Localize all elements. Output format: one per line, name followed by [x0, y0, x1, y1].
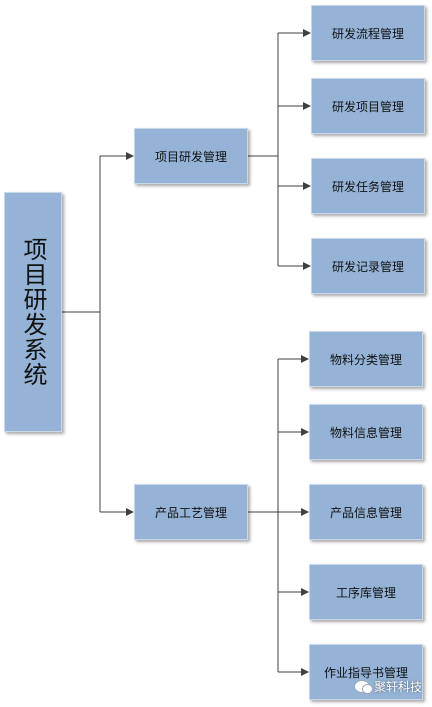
branch-label: 项目研发管理 [154, 149, 227, 164]
leaf-node: 研发记录管理 [311, 238, 425, 294]
root-label: 项目研发系统 [19, 237, 47, 387]
leaf-node: 研发流程管理 [311, 5, 425, 61]
leaf-label: 研发项目管理 [331, 99, 404, 114]
leaf-label: 作业指导书管理 [323, 665, 408, 680]
root-node: 项目研发系统 [4, 192, 62, 432]
leaf-node: 物料信息管理 [309, 404, 423, 460]
leaf-node: 研发项目管理 [311, 78, 425, 134]
branch-node-rd: 项目研发管理 [134, 128, 248, 184]
leaf-label: 研发任务管理 [331, 179, 404, 194]
wechat-icon [353, 680, 373, 694]
leaf-node: 工序库管理 [309, 564, 423, 620]
leaf-label: 物料信息管理 [329, 425, 402, 440]
leaf-label: 产品信息管理 [329, 505, 402, 520]
branch-label: 产品工艺管理 [154, 505, 227, 520]
leaf-label: 物料分类管理 [329, 352, 402, 367]
leaf-label: 工序库管理 [335, 585, 396, 600]
leaf-label: 研发流程管理 [331, 26, 404, 41]
watermark-text: 聚轩科技 [373, 680, 422, 694]
leaf-node: 研发任务管理 [311, 158, 425, 214]
leaf-label: 研发记录管理 [331, 259, 404, 274]
watermark: 聚轩科技 [353, 678, 422, 695]
branch-node-process: 产品工艺管理 [134, 484, 248, 540]
leaf-node: 物料分类管理 [309, 331, 423, 387]
leaf-node: 产品信息管理 [309, 484, 423, 540]
